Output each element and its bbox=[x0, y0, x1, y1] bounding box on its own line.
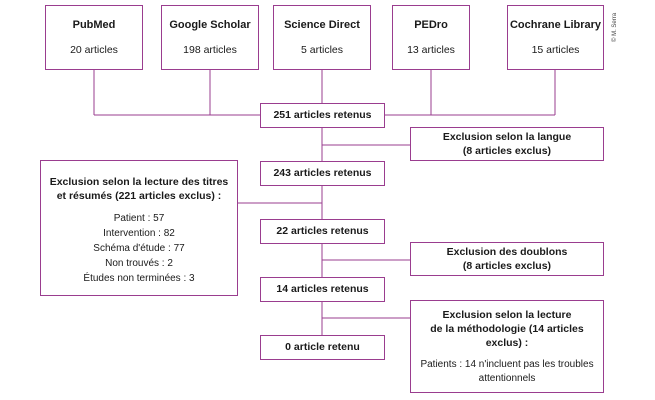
exclusion-title: Exclusion des doublons bbox=[446, 246, 568, 258]
reason-schema-etude: Schéma d'étude : 77 bbox=[93, 243, 185, 254]
source-name: Google Scholar bbox=[169, 19, 251, 31]
source-box-pedro: PEDro 13 articles bbox=[392, 5, 470, 70]
exclusion-detail-line2: attentionnels bbox=[478, 372, 536, 384]
source-count: 15 articles bbox=[531, 44, 580, 56]
source-box-pubmed: PubMed 20 articles bbox=[45, 5, 143, 70]
step-box-243: 243 articles retenus bbox=[260, 161, 385, 186]
step-box-251: 251 articles retenus bbox=[260, 103, 385, 128]
source-name: Cochrane Library bbox=[509, 19, 602, 31]
step-label: 251 articles retenus bbox=[273, 109, 372, 121]
source-count: 20 articles bbox=[70, 44, 118, 56]
exclusion-title: Exclusion selon la langue bbox=[442, 131, 572, 143]
step-box-22: 22 articles retenus bbox=[260, 219, 385, 244]
source-box-science-direct: Science Direct 5 articles bbox=[273, 5, 371, 70]
source-name: Science Direct bbox=[284, 19, 360, 31]
source-box-google-scholar: Google Scholar 198 articles bbox=[161, 5, 259, 70]
exclusion-detail: (8 articles exclus) bbox=[462, 145, 552, 157]
exclusion-detail: (8 articles exclus) bbox=[462, 260, 552, 272]
copyright-credit: © M. Serra bbox=[612, 12, 618, 42]
source-name: PEDro bbox=[414, 19, 448, 31]
reason-non-trouves: Non trouvés : 2 bbox=[105, 258, 173, 269]
step-label: 14 articles retenus bbox=[276, 283, 369, 295]
step-label: 243 articles retenus bbox=[273, 167, 372, 179]
exclusion-title-line2: de la méthodologie (14 articles exclus) … bbox=[430, 322, 584, 349]
exclusion-title-line2: et résumés (221 articles exclus) : bbox=[56, 190, 222, 202]
exclusion-title-line1: Exclusion selon la lecture bbox=[442, 308, 572, 321]
source-count: 13 articles bbox=[407, 44, 455, 56]
source-box-cochrane-library: Cochrane Library 15 articles bbox=[507, 5, 604, 70]
step-box-0: 0 article retenu bbox=[260, 335, 385, 360]
exclusion-box-langue: Exclusion selon la langue (8 articles ex… bbox=[410, 127, 604, 161]
exclusion-reasons-list: Patient : 57 Intervention : 82 Schéma d'… bbox=[83, 211, 194, 286]
exclusion-detail-line1: Patients : 14 n'incluent pas les trouble… bbox=[420, 358, 594, 370]
exclusion-box-titres: Exclusion selon la lecture des titres et… bbox=[40, 160, 238, 296]
exclusion-box-doublons: Exclusion des doublons (8 articles exclu… bbox=[410, 242, 604, 276]
reason-intervention: Intervention : 82 bbox=[103, 228, 175, 239]
step-label: 0 article retenu bbox=[285, 341, 360, 353]
reason-patient: Patient : 57 bbox=[113, 213, 165, 224]
step-label: 22 articles retenus bbox=[276, 225, 369, 237]
source-count: 5 articles bbox=[300, 44, 343, 56]
exclusion-box-methodologie: Exclusion selon la lecture de la méthodo… bbox=[410, 300, 604, 393]
exclusion-title-line1: Exclusion selon la lecture des titres bbox=[49, 176, 229, 188]
step-box-14: 14 articles retenus bbox=[260, 277, 385, 302]
source-name: PubMed bbox=[72, 19, 116, 31]
reason-etudes-non-terminees: Études non terminées : 3 bbox=[83, 273, 195, 284]
source-count: 198 articles bbox=[183, 44, 237, 56]
